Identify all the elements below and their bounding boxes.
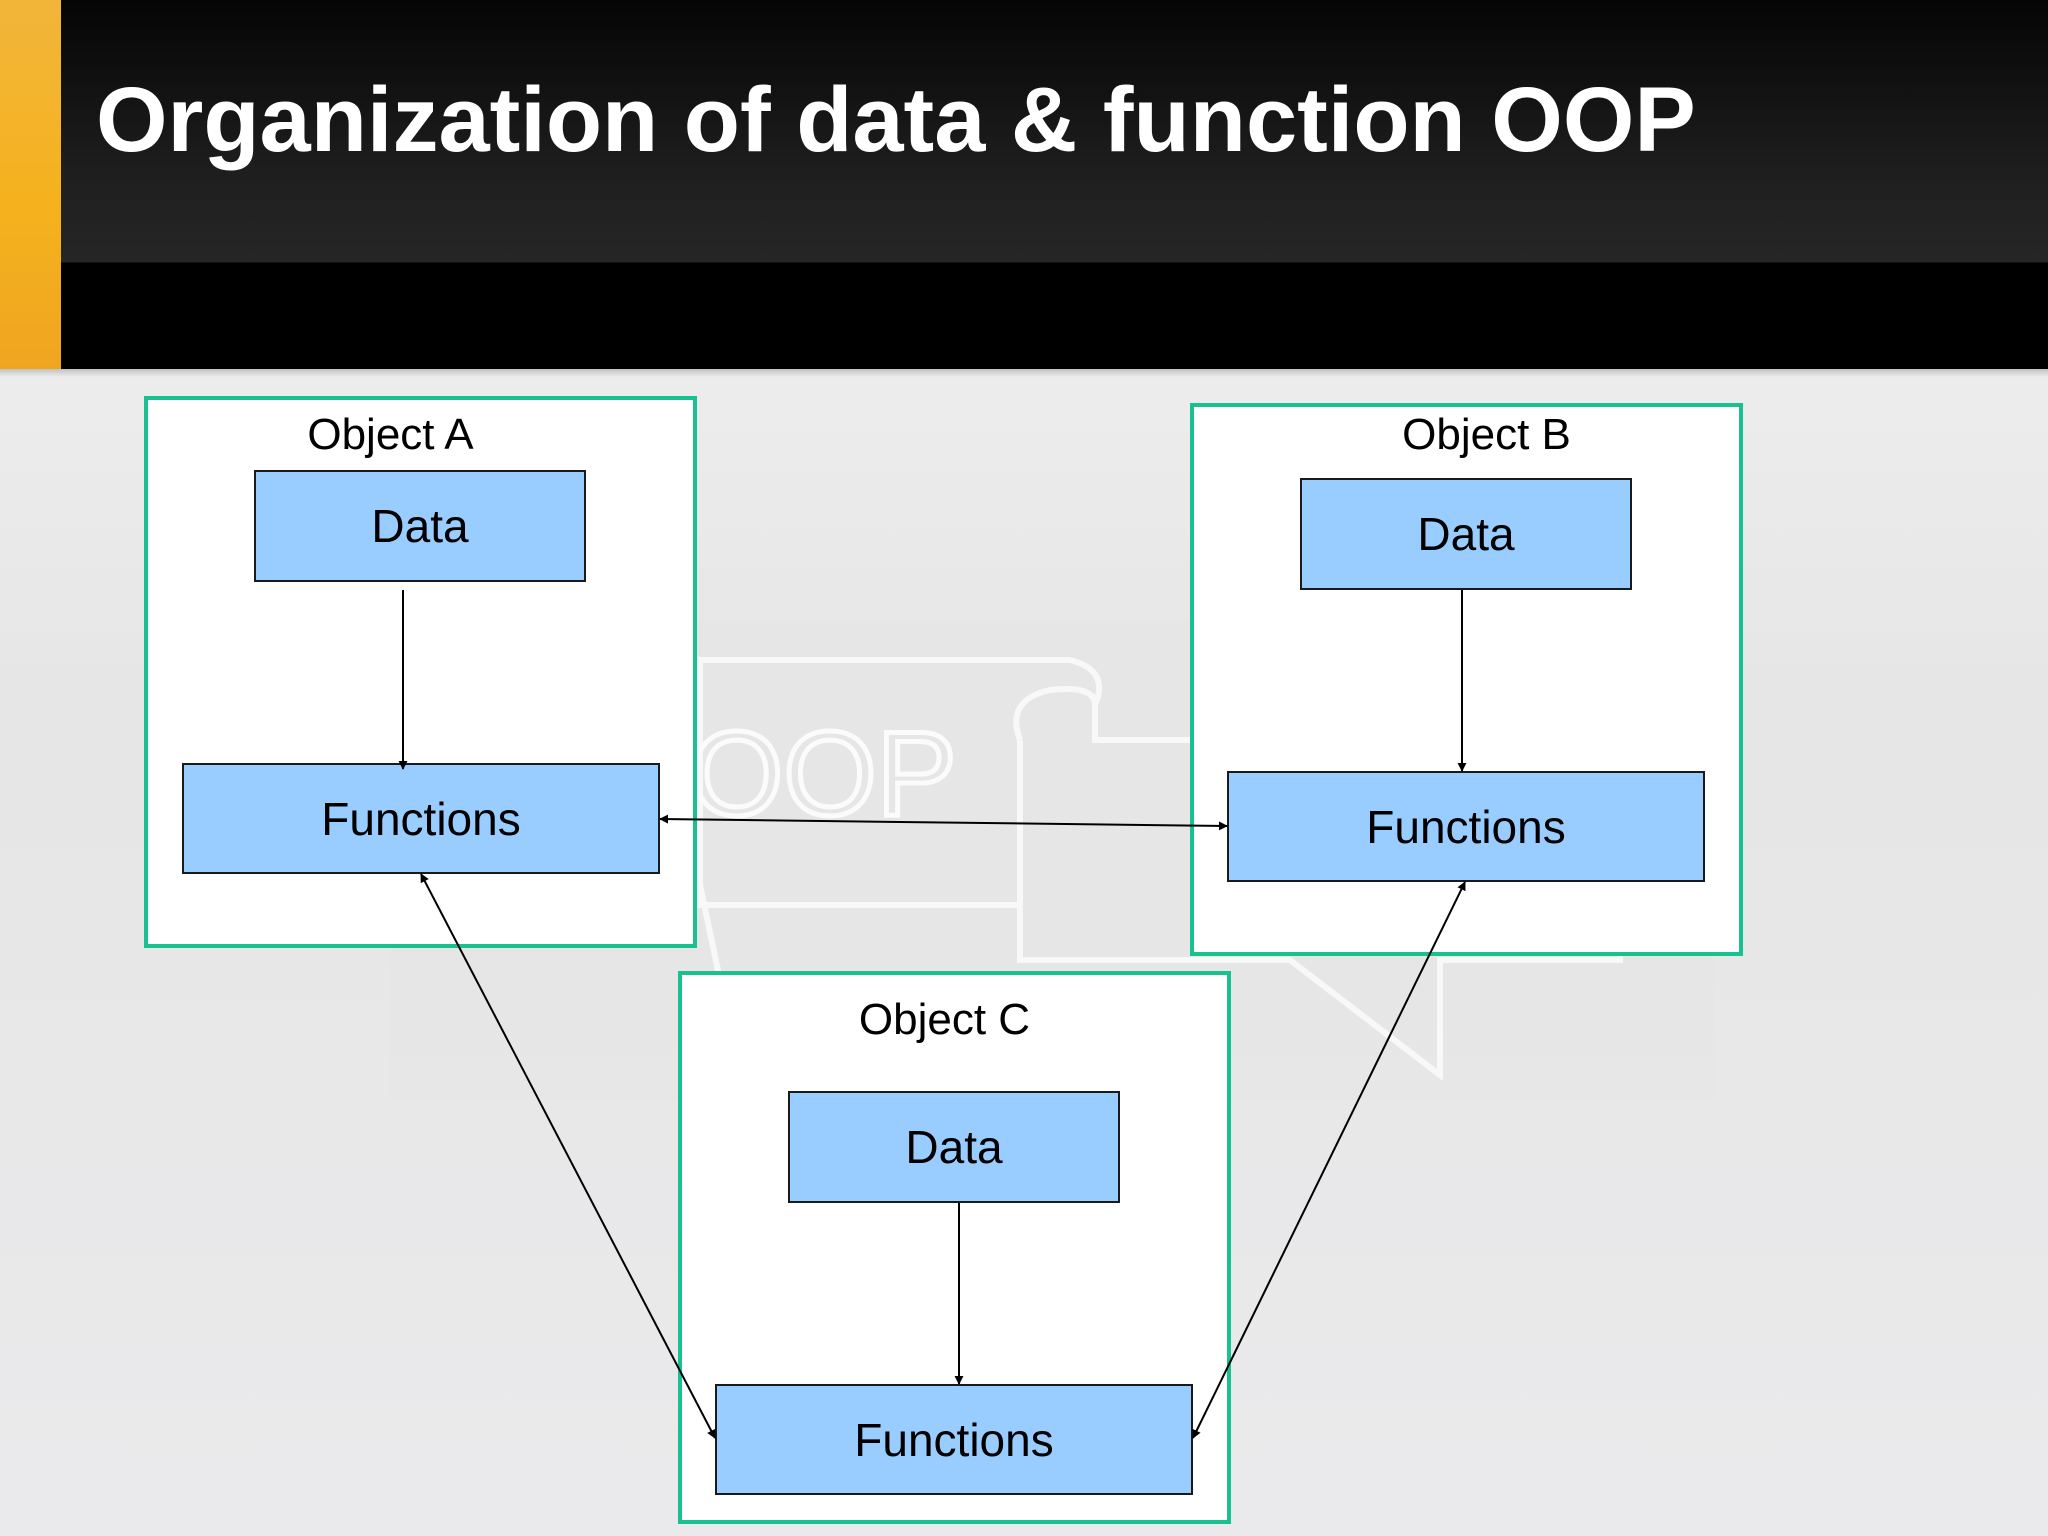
title-banner [61, 0, 2048, 369]
object-a-to-object-b-functions-arrow [659, 814, 1228, 831]
object-c-functions-node: Functions [715, 1384, 1193, 1495]
object-c-data-node: Data [788, 1091, 1120, 1203]
object-a-to-object-c-functions-arrow [420, 873, 716, 1439]
watermark-oop-text: OOP [690, 707, 957, 841]
object-c-label: Object C [858, 995, 1031, 1044]
slide-title: Organization of data & function OOP [96, 69, 1696, 171]
object-b-data-node: Data [1300, 478, 1632, 590]
banner-shadow [0, 369, 2048, 377]
object-a-data-node: Data [254, 470, 586, 582]
object-b-to-object-c-functions-arrow [1192, 881, 1466, 1439]
object-b-label: Object B [1402, 410, 1571, 459]
accent-bar [0, 0, 61, 369]
object-a-label: Object A [307, 410, 474, 459]
object-b-functions-node: Functions [1227, 771, 1705, 882]
object-a-functions-node: Functions [182, 763, 660, 874]
